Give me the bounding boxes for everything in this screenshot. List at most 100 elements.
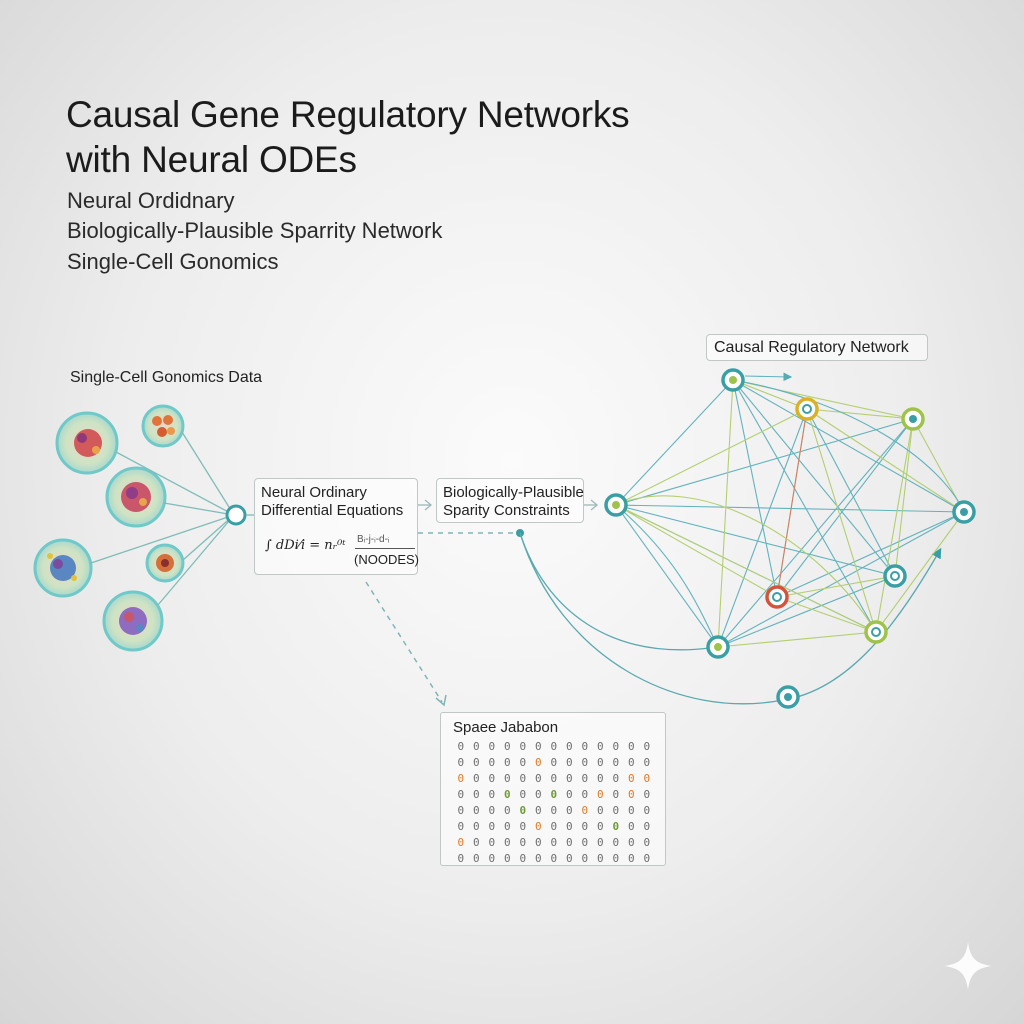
- dashed-connectors: [365, 532, 516, 703]
- matrix-title: Spaee Jababon: [453, 719, 559, 736]
- matrix-cell: 0: [643, 836, 651, 849]
- cell-cluster: [33, 404, 185, 652]
- matrix-cell: 0: [488, 820, 496, 833]
- matrix-cell: 0: [503, 852, 511, 865]
- matrix-cell: 0: [565, 852, 573, 865]
- matrix-cell: 0: [457, 756, 465, 769]
- matrix-cell: 0: [488, 788, 496, 801]
- matrix-cell: 0: [503, 804, 511, 817]
- matrix-cell: 0: [596, 820, 604, 833]
- matrix-cell: 0: [643, 788, 651, 801]
- matrix-cell: 0: [472, 820, 480, 833]
- matrix-arrow-head: [435, 694, 447, 707]
- matrix-cell: 0: [581, 804, 589, 817]
- network-node-4: [604, 493, 628, 517]
- matrix-cell: 0: [472, 804, 480, 817]
- matrix-cell: 0: [472, 756, 480, 769]
- matrix-cell: 0: [643, 772, 651, 785]
- network-node-2: [795, 397, 819, 421]
- matrix-cell: 0: [488, 772, 496, 785]
- matrix-cell: 0: [472, 788, 480, 801]
- network-node-10: [776, 685, 800, 709]
- matrix-cell: 0: [534, 820, 542, 833]
- sparkle-icon: [944, 942, 992, 990]
- matrix-cell: 0: [457, 852, 465, 865]
- matrix-cell: 0: [565, 804, 573, 817]
- neural-ode-line-2: Differential Equations: [261, 502, 404, 519]
- matrix-cell: 0: [534, 852, 542, 865]
- matrix-cell: 0: [581, 852, 589, 865]
- matrix-cell: 0: [596, 740, 604, 753]
- matrix-cell: 0: [457, 772, 465, 785]
- matrix-cell: 0: [643, 852, 651, 865]
- matrix-cell: 0: [472, 740, 480, 753]
- matrix-cell: 0: [643, 756, 651, 769]
- neural-ode-box: Neural Ordinary Differential Equations ∫…: [254, 478, 419, 575]
- matrix-cell: 0: [457, 804, 465, 817]
- matrix-cell: 0: [519, 804, 527, 817]
- matrix-cell: 0: [627, 852, 635, 865]
- matrix-cell: 0: [519, 772, 527, 785]
- title-line-1: Causal Gene Regulatory Networks: [66, 94, 630, 135]
- matrix-cell: 0: [503, 740, 511, 753]
- matrix-cell: 0: [503, 836, 511, 849]
- cell-3: [105, 466, 167, 528]
- matrix-cell: 0: [457, 788, 465, 801]
- matrix-cell: 0: [627, 836, 635, 849]
- feedback-curves: [519, 532, 942, 705]
- flow-arrows: [418, 499, 599, 511]
- matrix-cell: 0: [581, 836, 589, 849]
- matrix-cell: 0: [596, 836, 604, 849]
- matrix-cell: 0: [581, 820, 589, 833]
- matrix-cell: 0: [550, 820, 558, 833]
- cell-4: [33, 538, 93, 598]
- matrix-cell: 0: [488, 836, 496, 849]
- matrix-cell: 0: [565, 788, 573, 801]
- matrix-cell: 0: [457, 836, 465, 849]
- matrix-cell: 0: [457, 740, 465, 753]
- matrix-cell: 0: [627, 820, 635, 833]
- matrix-cell: 0: [488, 740, 496, 753]
- matrix-cell: 0: [612, 756, 620, 769]
- ode-formula: ∫ dDi⁄i = nᵣ⁰ᵗ: [265, 538, 346, 553]
- matrix-cell: 0: [472, 836, 480, 849]
- matrix-cell: 0: [643, 740, 651, 753]
- matrix-cell: 0: [565, 820, 573, 833]
- matrix-cell: 0: [457, 820, 465, 833]
- matrix-cell: 0: [612, 836, 620, 849]
- matrix-cell: 0: [627, 740, 635, 753]
- matrix-cell: 0: [534, 804, 542, 817]
- cell-connectors: [90, 431, 235, 606]
- title-line-2: with Neural ODEs: [66, 139, 357, 180]
- matrix-cell: 0: [550, 804, 558, 817]
- matrix-cell: 0: [612, 852, 620, 865]
- matrix-cell: 0: [612, 804, 620, 817]
- ode-formula-numerator: Bᵢ-j-ᵢ-d-ᵢ: [357, 534, 390, 545]
- matrix-cell: 0: [472, 852, 480, 865]
- matrix-cell: 0: [596, 756, 604, 769]
- network-node-8: [864, 620, 888, 644]
- matrix-cell: 0: [519, 740, 527, 753]
- cell-1: [55, 411, 119, 475]
- matrix-cell: 0: [503, 820, 511, 833]
- matrix-cell: 0: [643, 820, 651, 833]
- matrix-cell: 0: [596, 772, 604, 785]
- matrix-cell: 0: [627, 772, 635, 785]
- data-label: Single-Cell Gonomics Data: [70, 369, 263, 386]
- matrix-cell: 0: [627, 788, 635, 801]
- matrix-cell: 0: [550, 756, 558, 769]
- sparsity-line-2: Sparity Constraints: [443, 502, 570, 519]
- matrix-cell: 0: [519, 852, 527, 865]
- matrix-cell: 0: [550, 740, 558, 753]
- matrix-cell: 0: [612, 772, 620, 785]
- matrix-cell: 0: [472, 772, 480, 785]
- matrix-cell: 0: [519, 836, 527, 849]
- subtitle-line-1: Neural Ordidnary: [67, 188, 235, 213]
- matrix-cell: 0: [550, 836, 558, 849]
- matrix-cell: 0: [643, 804, 651, 817]
- matrix-cell: 0: [565, 836, 573, 849]
- matrix-cell: 0: [565, 772, 573, 785]
- matrix-cell: 0: [565, 756, 573, 769]
